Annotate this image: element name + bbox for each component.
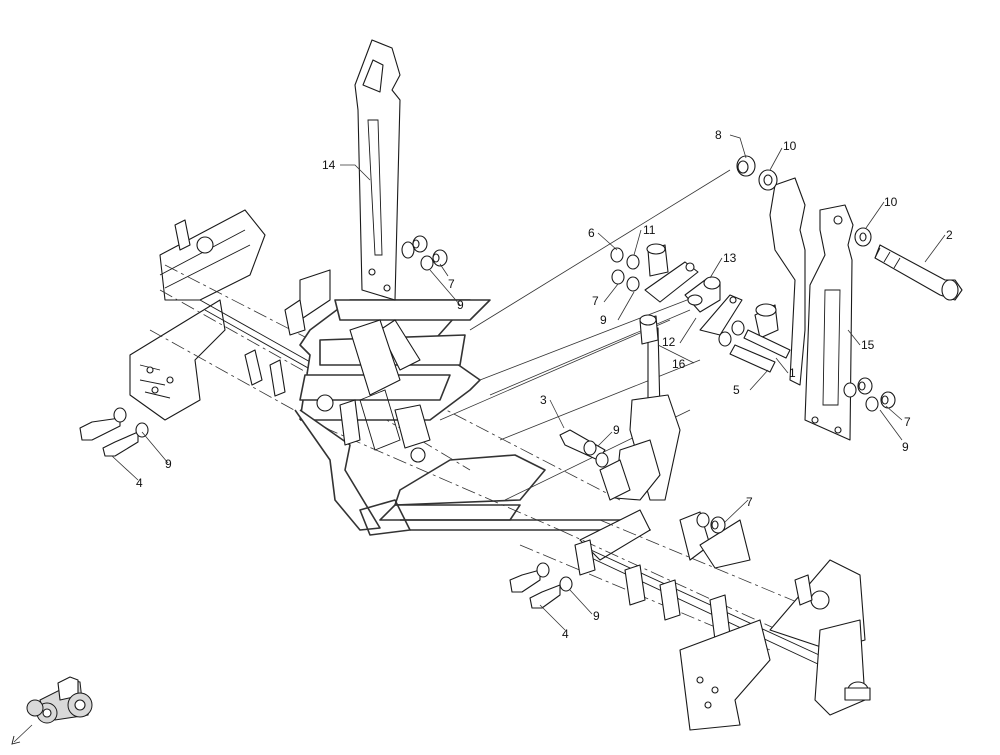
callout-leaders <box>111 134 946 631</box>
right-arm-parts <box>736 155 963 441</box>
callout-2: 2 <box>946 228 953 242</box>
callout-15: 15 <box>861 338 875 352</box>
callout-6: 6 <box>588 226 595 240</box>
bolts-part-4-left <box>79 407 149 457</box>
fasteners-group-15 <box>843 377 896 412</box>
callout-14: 14 <box>322 158 336 172</box>
bolts-part-4-bottom <box>509 562 573 609</box>
callout-7: 7 <box>592 294 599 308</box>
callout-10: 10 <box>783 139 797 153</box>
callout-5: 5 <box>733 383 740 397</box>
fasteners-group-14 <box>401 235 448 271</box>
center-bracket-assembly <box>294 169 731 536</box>
callout-13: 13 <box>723 251 737 265</box>
callout-4: 4 <box>136 476 143 490</box>
callout-4: 4 <box>562 627 569 641</box>
callout-9: 9 <box>600 313 607 327</box>
callout-9: 9 <box>165 457 172 471</box>
callout-7: 7 <box>448 277 455 291</box>
callout-10: 10 <box>884 195 898 209</box>
callout-9: 9 <box>457 298 464 312</box>
callout-labels: 14 8 10 10 2 6 11 13 7 9 7 9 12 16 15 5 … <box>136 128 953 641</box>
right-frame-assembly <box>519 439 871 731</box>
arm-part-14 <box>354 39 401 301</box>
callout-11: 11 <box>643 223 656 237</box>
callout-9: 9 <box>613 423 620 437</box>
arrow-icon <box>11 724 33 745</box>
callout-7: 7 <box>904 415 911 429</box>
callout-9: 9 <box>902 440 909 454</box>
bolt-part-3 <box>559 429 609 468</box>
callout-1: 1 <box>789 366 796 380</box>
callout-12: 12 <box>662 335 676 349</box>
tractor-icon <box>26 676 93 724</box>
callout-9: 9 <box>593 609 600 623</box>
callout-8: 8 <box>715 128 722 142</box>
callout-3: 3 <box>540 393 547 407</box>
callout-7: 7 <box>746 495 753 509</box>
callout-16: 16 <box>672 357 686 371</box>
